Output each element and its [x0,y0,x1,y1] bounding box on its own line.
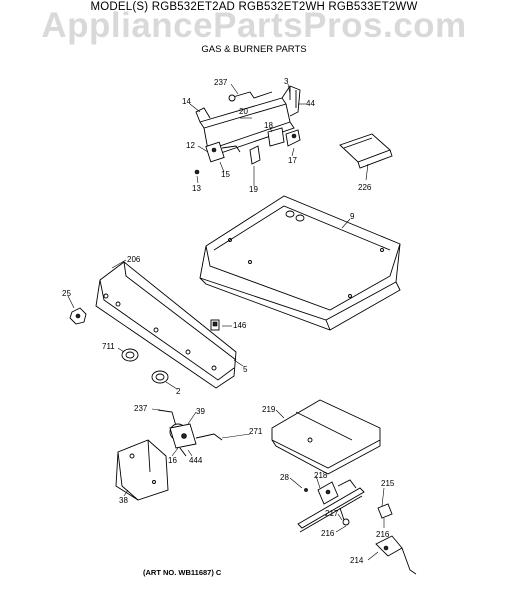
callout-13: 13 [192,184,201,193]
callout-14: 14 [182,97,191,106]
callout-38: 38 [119,496,128,505]
diagram-subtitle: GAS & BURNER PARTS [201,44,307,55]
callout-444: 444 [189,456,203,465]
callout-237-lower: 237 [134,404,148,413]
callout-2: 2 [176,387,181,396]
callout-217: 217 [325,509,339,518]
callout-15: 15 [221,170,230,179]
valve-group-lower [157,409,223,457]
art-number: (ART NO. WB11687) C [143,568,222,577]
plate-219 [271,399,381,475]
callout-5: 5 [243,365,248,374]
model-line: MODEL(S) RGB532ET2AD RGB532ET2WH RGB533E… [90,1,418,13]
orifice-711 [121,348,139,362]
callout-20: 20 [239,107,248,116]
callout-17: 17 [288,156,297,165]
callout-226: 226 [358,183,372,192]
callout-25: 25 [62,289,71,298]
callout-271: 271 [249,427,263,436]
callout-218: 218 [314,471,328,480]
callout-16: 16 [168,456,177,465]
callout-9: 9 [350,212,355,221]
callout-237-top: 237 [214,78,228,87]
callout-216-left: 216 [321,529,335,538]
callout-3: 3 [284,77,289,86]
burner-box-9 [199,195,401,331]
clip-146 [210,319,220,331]
leader-lines [67,83,385,561]
callout-711: 711 [102,342,115,351]
callout-215: 215 [381,479,395,488]
callout-18: 18 [264,121,273,130]
manifold-assembly [194,85,301,175]
callout-28: 28 [280,473,289,482]
orifice-25 [69,307,87,325]
callout-219: 219 [262,405,276,414]
watermark-logo: AppliancePartsPros.com [41,6,467,45]
callout-12: 12 [186,141,195,150]
manifold-panel-206 [95,261,237,389]
callout-labels: 237 3 14 20 44 18 12 17 15 13 19 226 9 2… [62,77,395,565]
callout-146: 146 [233,321,247,330]
callout-44: 44 [306,99,315,108]
callout-19: 19 [249,185,258,194]
callout-214: 214 [350,556,364,565]
rail-assembly [297,479,417,575]
callout-216-right: 216 [376,530,390,539]
callout-39: 39 [196,407,205,416]
callout-206: 206 [127,255,141,264]
bracket-226 [339,133,393,169]
shield-38 [115,439,169,501]
orifice-2 [151,370,169,384]
